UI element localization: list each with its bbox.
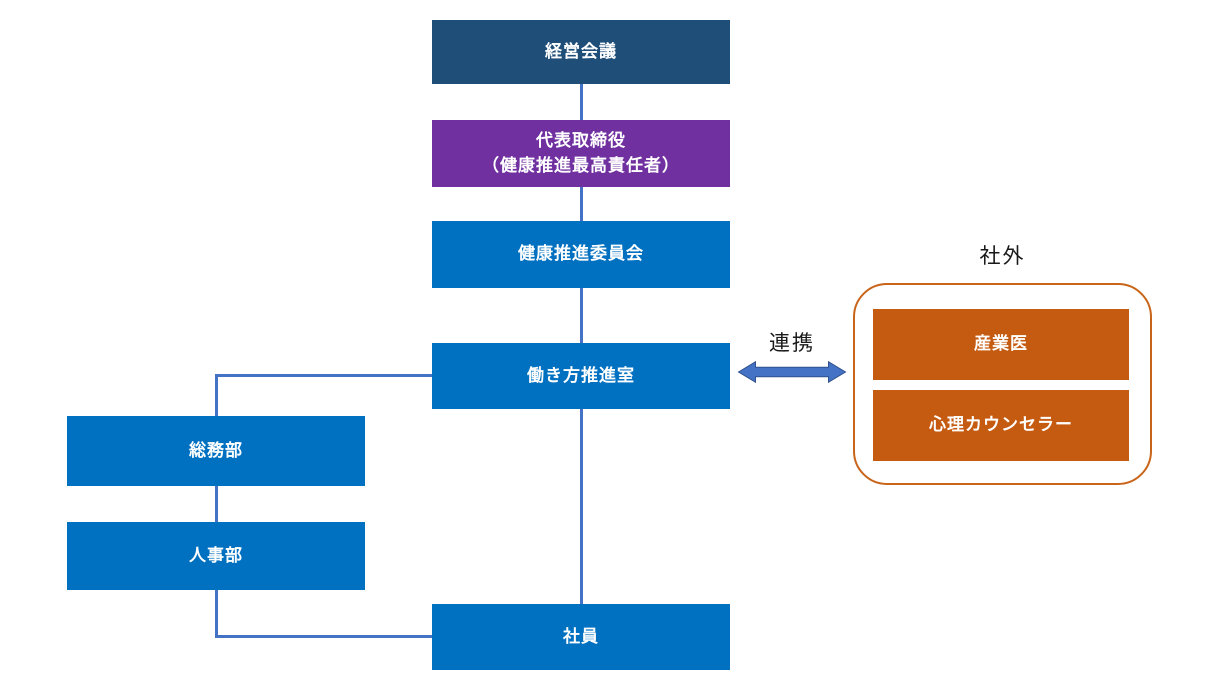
node-label-line1: 代表取締役 [536, 130, 626, 150]
node-label: 人事部 [189, 545, 243, 565]
node-psychological-counselor: 心理カウンセラー [873, 390, 1129, 461]
connector-branch-to-general-affairs [215, 374, 218, 416]
node-health-promotion-committee: 健康推進委員会 [432, 221, 730, 288]
node-occupational-physician: 産業医 [873, 309, 1129, 380]
connector-management-to-director [580, 84, 583, 120]
node-label: 健康推進委員会 [518, 244, 644, 264]
connector-hr-to-employees-horizontal [215, 635, 433, 638]
node-employees: 社員 [432, 604, 730, 670]
node-label: 働き方推進室 [527, 365, 635, 385]
connector-committee-to-workstyle [580, 288, 583, 343]
node-label: 産業医 [974, 334, 1028, 354]
node-general-affairs-dept: 総務部 [67, 416, 365, 486]
node-label: 総務部 [189, 440, 243, 460]
node-label: 社員 [563, 626, 599, 646]
node-label: 経営会議 [545, 41, 617, 61]
connector-general-affairs-to-hr [215, 486, 218, 522]
node-workstyle-promotion-office: 働き方推進室 [432, 343, 730, 409]
external-group-frame [853, 283, 1152, 485]
external-group-label: 社外 [979, 245, 1026, 268]
node-label: 心理カウンセラー [929, 415, 1073, 435]
connector-workstyle-to-employees [580, 409, 583, 604]
node-hr-dept: 人事部 [67, 522, 365, 590]
node-management-meeting: 経営会議 [432, 20, 730, 84]
node-label-line2: （健康推進最高責任者） [482, 155, 680, 175]
node-representative-director: 代表取締役 （健康推進最高責任者） [432, 120, 730, 187]
cooperation-double-arrow-icon [737, 360, 847, 384]
connector-hr-down-vertical [215, 590, 218, 638]
connector-director-to-committee [580, 187, 583, 221]
connector-workstyle-branch-horizontal [215, 374, 433, 377]
cooperation-label: 連携 [769, 332, 815, 355]
